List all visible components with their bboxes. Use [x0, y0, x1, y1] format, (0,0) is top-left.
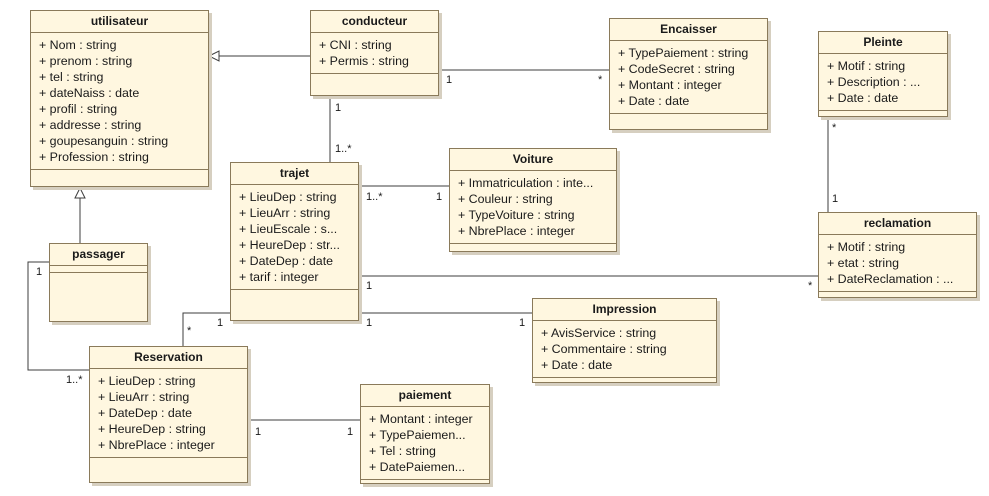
attribute: + goupesanguin : string — [39, 134, 169, 148]
attribute: + Immatriculation : inte... — [458, 176, 594, 190]
attribute: + TypeVoiture : string — [458, 208, 575, 222]
attribute: + DatePaiemen... — [369, 460, 466, 474]
attribute: + DateDep : date — [239, 254, 334, 268]
multiplicity-label: * — [832, 122, 837, 134]
attribute: + CNI : string — [319, 38, 392, 52]
multiplicity-label: 1 — [436, 191, 443, 203]
attribute: + DateReclamation : ... — [827, 272, 954, 286]
multiplicity-label: 1 — [217, 317, 224, 329]
class-name: Reservation — [90, 347, 247, 369]
attribute: + TypePaiement : string — [618, 46, 749, 60]
attribute: + Motif : string — [827, 59, 906, 73]
attribute: + LieuDep : string — [98, 374, 196, 388]
class-name: trajet — [231, 163, 358, 185]
class-name: Pleinte — [819, 32, 947, 54]
attribute: + Date : date — [618, 94, 690, 108]
class-name: reclamation — [819, 213, 976, 235]
attribute-list: + Montant : integer + TypePaiemen... + T… — [361, 407, 489, 480]
class-name: conducteur — [311, 11, 438, 33]
generalization-arrowhead — [207, 50, 220, 62]
attribute-list: + Nom : string + prenom : string + tel :… — [31, 33, 208, 170]
attribute: + CodeSecret : string — [618, 62, 735, 76]
class-encaisser[interactable]: Encaisser + TypePaiement : string + Code… — [609, 18, 768, 130]
multiplicity-label: 1 — [36, 266, 43, 278]
generalization-arrowhead — [74, 186, 86, 199]
multiplicity-label: * — [598, 74, 603, 86]
attribute: + HeureDep : string — [98, 422, 206, 436]
attribute: + tel : string — [39, 70, 104, 84]
multiplicity-label: 1 — [255, 426, 262, 438]
attribute: + LieuDep : string — [239, 190, 337, 204]
class-name: utilisateur — [31, 11, 208, 33]
class-name: Encaisser — [610, 19, 767, 41]
attribute: + Montant : integer — [369, 412, 473, 426]
attribute: + LieuArr : string — [98, 390, 190, 404]
class-name: paiement — [361, 385, 489, 407]
class-reclamation[interactable]: reclamation + Motif : string + etat : st… — [818, 212, 977, 298]
attribute-list: + LieuDep : string + LieuArr : string + … — [90, 369, 247, 458]
multiplicity-label: 1 — [446, 74, 453, 86]
attribute: + Motif : string — [827, 240, 906, 254]
class-name: passager — [50, 244, 147, 266]
multiplicity-label: 1 — [335, 102, 342, 114]
attribute-list — [50, 266, 147, 273]
class-passager[interactable]: passager — [49, 243, 148, 322]
attribute: + LieuArr : string — [239, 206, 331, 220]
class-utilisateur[interactable]: utilisateur + Nom : string + prenom : st… — [30, 10, 209, 187]
multiplicity-label: 1..* — [366, 191, 383, 203]
attribute-list: + Motif : string + Description : ... + D… — [819, 54, 947, 111]
attribute: + etat : string — [827, 256, 899, 270]
attribute: + NbrePlace : integer — [458, 224, 575, 238]
class-voiture[interactable]: Voiture + Immatriculation : inte... + Co… — [449, 148, 617, 252]
attribute: + LieuEscale : s... — [239, 222, 338, 236]
attribute: + AvisService : string — [541, 326, 657, 340]
attribute-list: + Motif : string + etat : string + DateR… — [819, 235, 976, 292]
attribute-list: + AvisService : string + Commentaire : s… — [533, 321, 716, 378]
association-passager-reservation — [27, 261, 89, 371]
attribute: + HeureDep : str... — [239, 238, 340, 252]
attribute: + Nom : string — [39, 38, 117, 52]
attribute: + Permis : string — [319, 54, 409, 68]
multiplicity-label: * — [187, 325, 192, 337]
class-reservation[interactable]: Reservation + LieuDep : string + LieuArr… — [89, 346, 248, 483]
attribute: + TypePaiemen... — [369, 428, 466, 442]
attribute: + Description : ... — [827, 75, 921, 89]
attribute: + DateDep : date — [98, 406, 193, 420]
multiplicity-label: 1..* — [66, 374, 83, 386]
multiplicity-label: 1..* — [335, 143, 352, 155]
attribute: + Date : date — [541, 358, 613, 372]
attribute-list: + TypePaiement : string + CodeSecret : s… — [610, 41, 767, 114]
attribute: + Profession : string — [39, 150, 149, 164]
class-trajet[interactable]: trajet + LieuDep : string + LieuArr : st… — [230, 162, 359, 321]
attribute: + prenom : string — [39, 54, 133, 68]
attribute: + dateNaiss : date — [39, 86, 140, 100]
multiplicity-label: 1 — [347, 426, 354, 438]
attribute: + addresse : string — [39, 118, 142, 132]
attribute-list: + LieuDep : string + LieuArr : string + … — [231, 185, 358, 290]
multiplicity-label: 1 — [366, 280, 373, 292]
association-trajet-reservation — [182, 312, 230, 346]
attribute: + Couleur : string — [458, 192, 553, 206]
class-impression[interactable]: Impression + AvisService : string + Comm… — [532, 298, 717, 383]
attribute: + Date : date — [827, 91, 899, 105]
class-paiement[interactable]: paiement + Montant : integer + TypePaiem… — [360, 384, 490, 484]
attribute-list: + CNI : string + Permis : string — [311, 33, 438, 74]
class-name: Voiture — [450, 149, 616, 171]
attribute-list: + Immatriculation : inte... + Couleur : … — [450, 171, 616, 244]
class-name: Impression — [533, 299, 716, 321]
multiplicity-label: 1 — [366, 317, 373, 329]
class-pleinte[interactable]: Pleinte + Motif : string + Description :… — [818, 31, 948, 117]
attribute: + tarif : integer — [239, 270, 319, 284]
attribute: + profil : string — [39, 102, 118, 116]
class-conducteur[interactable]: conducteur + CNI : string + Permis : str… — [310, 10, 439, 96]
attribute: + NbrePlace : integer — [98, 438, 215, 452]
attribute: + Tel : string — [369, 444, 436, 458]
multiplicity-label: * — [808, 280, 813, 292]
attribute: + Commentaire : string — [541, 342, 667, 356]
multiplicity-label: 1 — [832, 193, 839, 205]
multiplicity-label: 1 — [519, 317, 526, 329]
attribute: + Montant : integer — [618, 78, 722, 92]
